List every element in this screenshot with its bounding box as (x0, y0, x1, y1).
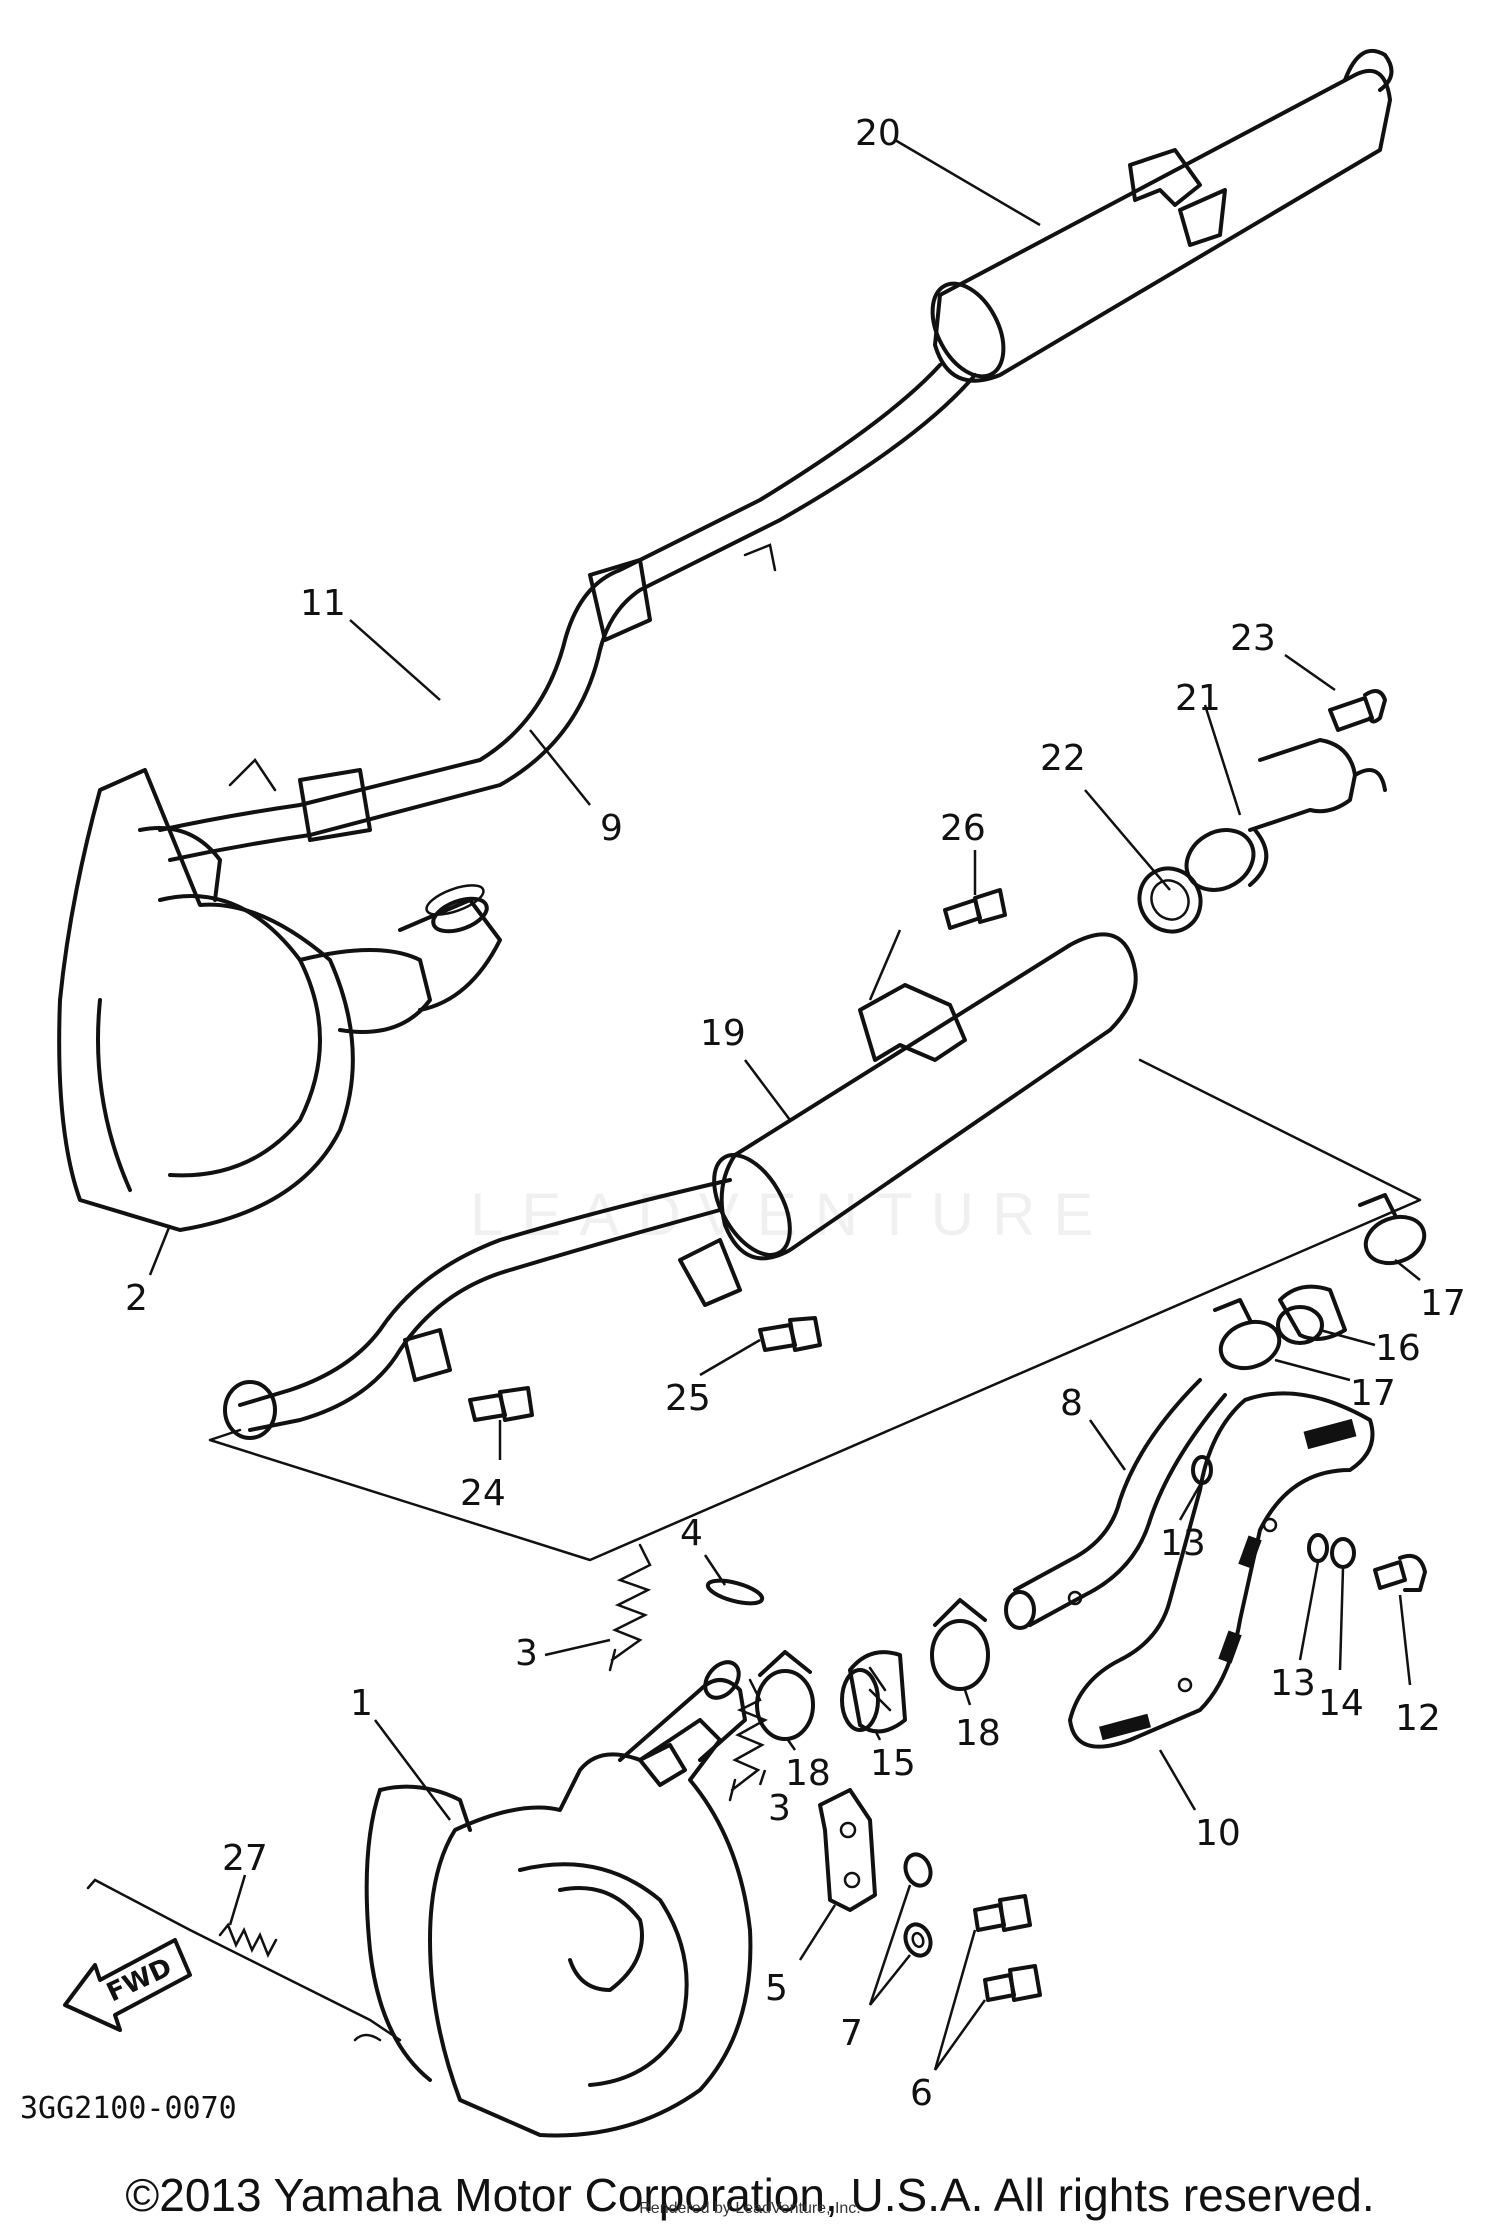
part-6-bolt-lower (983, 1964, 1042, 2002)
copyright-notice: ©2013 Yamaha Motor Corporation, U.S.A. A… (125, 2169, 1375, 2221)
fwd-arrow-icon: FWD (63, 1938, 192, 2032)
callout-9: 9 (600, 808, 623, 849)
part-19-silencer (223, 932, 1138, 1440)
part-18-clamp-right (930, 1598, 990, 1691)
part-10-heat-guard (1068, 1391, 1375, 1749)
part-4-o-ring (705, 1578, 765, 1606)
callout-8: 8 (1060, 1383, 1083, 1424)
callout-12: 12 (1395, 1698, 1441, 1739)
callout-13-upper: 13 (1160, 1523, 1206, 1564)
callout-labels: 20 11 9 23 21 22 26 19 2 25 24 17 16 17 … (125, 113, 1466, 2114)
callout-11: 11 (300, 583, 346, 624)
part-22-gasket (1137, 866, 1203, 934)
part-7-washer-upper (903, 1852, 933, 1888)
callout-21: 21 (1175, 678, 1221, 719)
part-12-bolt (1373, 1553, 1427, 1592)
diagram-code: 3GG2100-0070 (20, 2091, 237, 2126)
callout-14: 14 (1318, 1683, 1364, 1724)
callout-13-lower: 13 (1270, 1663, 1316, 1704)
callout-20: 20 (855, 113, 901, 154)
callout-16: 16 (1375, 1328, 1421, 1369)
callout-7: 7 (840, 2013, 863, 2054)
subassembly-outline (208, 1058, 1422, 1562)
callout-25: 25 (665, 1378, 711, 1419)
callout-17-upper: 17 (1420, 1283, 1466, 1324)
leader-lines (148, 138, 1421, 2071)
callout-3-upper: 3 (515, 1633, 538, 1674)
callout-23: 23 (1230, 618, 1276, 659)
part-26-bolt (943, 888, 1007, 930)
callout-2: 2 (125, 1278, 148, 1319)
callout-5: 5 (765, 1968, 788, 2009)
part-14-washer (1330, 1537, 1356, 1569)
part-17-clamp-upper (1358, 1193, 1427, 1266)
callout-18-right: 18 (955, 1713, 1001, 1754)
callout-4: 4 (680, 1513, 703, 1554)
part-8-pipe (1004, 1378, 1227, 1630)
part-3-spring-upper (608, 1543, 652, 1672)
part-18-clamp-left (755, 1650, 815, 1741)
part-15-sleeve (840, 1650, 907, 1734)
callout-27: 27 (222, 1838, 268, 1879)
part-6-bolt-upper (973, 1894, 1032, 1932)
part-16-sleeve (1276, 1284, 1347, 1345)
callout-24: 24 (460, 1473, 506, 1514)
part-7-washer-lower (903, 1922, 933, 1958)
part-2-expansion-chamber (57, 768, 502, 1232)
part-25-bolt (758, 1316, 822, 1352)
part-27-cable (86, 1878, 402, 2042)
part-24-bolt (468, 1386, 534, 1422)
part-13-nut-upper (1191, 1455, 1213, 1485)
callout-6: 6 (910, 2073, 933, 2114)
part-17-clamp-lower (1213, 1298, 1282, 1371)
callout-18-left: 18 (785, 1753, 831, 1794)
callout-15: 15 (870, 1743, 916, 1784)
callout-1: 1 (350, 1683, 373, 1724)
callout-3-lower: 3 (768, 1788, 791, 1829)
part-20-silencer (930, 48, 1394, 383)
watermark-tagline: Rendered by LeadVenture, Inc. (639, 2200, 861, 2217)
part-1-expansion-chamber (364, 1660, 753, 2138)
part-3-spring-lower (728, 1678, 768, 1802)
part-5-bracket (818, 1788, 877, 1912)
watermark-brand: LEADVENTURE (470, 1181, 1112, 1248)
part-11-9-mid-pipe (158, 363, 977, 862)
part-21-end-cap (1184, 738, 1387, 892)
callout-26: 26 (940, 808, 986, 849)
part-23-bolt (1328, 689, 1387, 732)
callout-10: 10 (1195, 1813, 1241, 1854)
callout-17-lower: 17 (1350, 1373, 1396, 1414)
callout-19: 19 (700, 1013, 746, 1054)
callout-22: 22 (1040, 738, 1086, 779)
part-13-nut-lower (1307, 1533, 1329, 1563)
